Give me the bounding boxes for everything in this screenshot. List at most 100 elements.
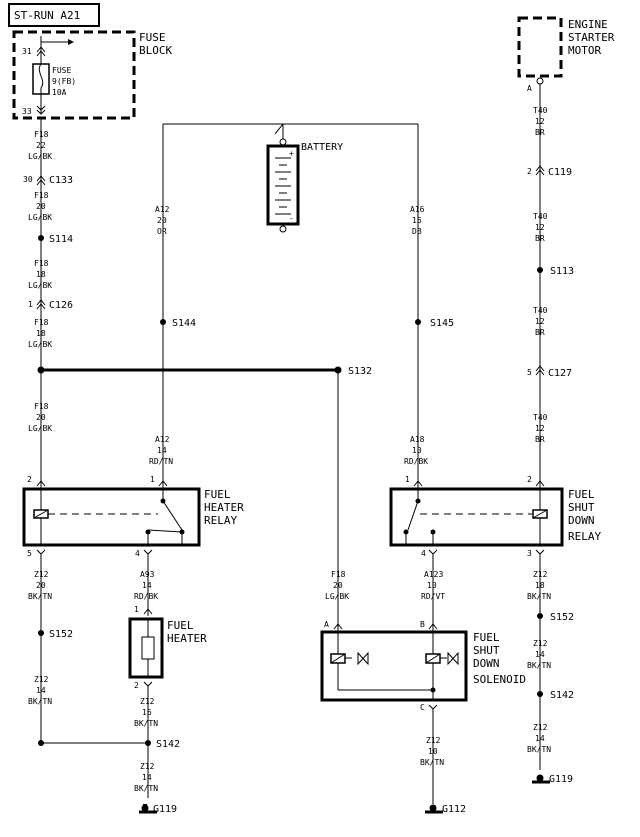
engine-starter-label-2: STARTER bbox=[568, 31, 615, 44]
wire-label: F18 bbox=[34, 402, 49, 411]
wire-label: 16 bbox=[412, 216, 422, 225]
fuse-block-label-2: BLOCK bbox=[139, 44, 172, 57]
wire-label: BR bbox=[535, 328, 545, 337]
wire-label: Z12 bbox=[533, 639, 548, 648]
pin-label: 4 bbox=[135, 549, 140, 558]
wire-label: 20 bbox=[333, 581, 343, 590]
wire-label: 16 bbox=[142, 708, 152, 717]
pin-label: 2 bbox=[134, 681, 139, 690]
ground-g112: G112 bbox=[442, 804, 466, 815]
wire-label: F18 bbox=[34, 318, 49, 327]
ground-g119-right: G119 bbox=[549, 774, 573, 785]
wire-label: 18 bbox=[36, 270, 46, 279]
fuse-rating: 10A bbox=[52, 88, 67, 97]
wire-label: BK/TN bbox=[420, 758, 444, 767]
battery-minus: - bbox=[289, 214, 294, 223]
connector-pin: 1 bbox=[28, 300, 33, 309]
pin-label: 1 bbox=[134, 605, 139, 614]
wire-label: Z12 bbox=[140, 762, 155, 771]
pin-label: C bbox=[420, 703, 425, 712]
page-title: ST-RUN A21 bbox=[14, 9, 80, 22]
battery-symbol bbox=[266, 144, 300, 226]
fuel-heater-relay bbox=[22, 487, 201, 547]
title-box bbox=[8, 3, 100, 27]
connector-c119: C119 bbox=[548, 167, 572, 178]
fuel-heater-relay-label-2: HEATER bbox=[204, 501, 244, 514]
wire-label: 14 bbox=[157, 446, 167, 455]
ground-icon bbox=[429, 804, 437, 812]
wire-label: BK/TN bbox=[28, 592, 52, 601]
connector-pin: 5 bbox=[527, 368, 532, 377]
splice-s145: S145 bbox=[430, 318, 454, 329]
fuse-block bbox=[12, 30, 136, 120]
wire-label: 20 bbox=[36, 581, 46, 590]
wire-label: 12 bbox=[535, 223, 545, 232]
connector-c133: C133 bbox=[49, 175, 73, 186]
wire-label: A18 bbox=[410, 435, 425, 444]
fuse-pin-31: 31 bbox=[22, 47, 32, 56]
wire-label: LG/BK bbox=[28, 213, 52, 222]
wire-label: T40 bbox=[533, 212, 548, 221]
wire-label: DB bbox=[412, 227, 422, 236]
fuse-label: FUSE bbox=[52, 66, 71, 75]
wire-label: A16 bbox=[410, 205, 425, 214]
wire-label: 14 bbox=[36, 686, 46, 695]
wire-label: 18 bbox=[535, 581, 545, 590]
wire-label: A12 bbox=[155, 205, 170, 214]
wire-label: 20 bbox=[36, 202, 46, 211]
wire-label: A123 bbox=[424, 570, 443, 579]
wire-label: Z12 bbox=[426, 736, 441, 745]
wire-label: 22 bbox=[36, 141, 46, 150]
fuse-block-label: FUSE bbox=[139, 31, 166, 44]
fuel-shutdown-solenoid bbox=[320, 630, 468, 702]
wire-label: 20 bbox=[157, 216, 167, 225]
pin-label: 2 bbox=[527, 475, 532, 484]
splice-s142: S142 bbox=[156, 739, 180, 750]
wire-label: BK/TN bbox=[527, 592, 551, 601]
wire-label: RD/VT bbox=[421, 592, 445, 601]
fuel-shutdown-relay-label: FUEL bbox=[568, 488, 595, 501]
wire-label: T40 bbox=[533, 413, 548, 422]
solenoid-label-2: SHUT bbox=[473, 644, 500, 657]
pin-label: A bbox=[527, 84, 532, 93]
wire-label: 14 bbox=[142, 773, 152, 782]
wire-label: Z12 bbox=[140, 697, 155, 706]
splice-s152-right: S152 bbox=[550, 612, 574, 623]
splice-s113: S113 bbox=[550, 266, 574, 277]
wire-label: Z12 bbox=[533, 723, 548, 732]
wire-label: A12 bbox=[155, 435, 170, 444]
wire-label: BK/TN bbox=[134, 719, 158, 728]
wire-label: 14 bbox=[142, 581, 152, 590]
wire-label: 14 bbox=[535, 734, 545, 743]
wire-label: OR bbox=[157, 227, 167, 236]
wire-label: BK/TN bbox=[527, 661, 551, 670]
wire-label: LG/BK bbox=[28, 152, 52, 161]
wire-label: LG/BK bbox=[28, 340, 52, 349]
splice-s114: S114 bbox=[49, 234, 73, 245]
engine-starter-label-3: MOTOR bbox=[568, 44, 601, 57]
wire-label: LG/BK bbox=[325, 592, 349, 601]
wire-label: BR bbox=[535, 128, 545, 137]
wire-label: LG/BK bbox=[28, 424, 52, 433]
splice-s152: S152 bbox=[49, 629, 73, 640]
wire-label: RD/BK bbox=[134, 592, 158, 601]
wire-label: LG/BK bbox=[28, 281, 52, 290]
pin-label: 1 bbox=[150, 475, 155, 484]
splice-s144: S144 bbox=[172, 318, 196, 329]
pin-label: B bbox=[420, 620, 425, 629]
wire-label: Z12 bbox=[533, 570, 548, 579]
pin-label: 3 bbox=[527, 549, 532, 558]
wire-label: 12 bbox=[535, 424, 545, 433]
fuel-heater-relay-label-3: RELAY bbox=[204, 514, 237, 527]
fuel-heater-label: FUEL bbox=[167, 619, 194, 632]
wire-label: 20 bbox=[36, 413, 46, 422]
connector-pin: 2 bbox=[527, 167, 532, 176]
wire-label: 10 bbox=[427, 581, 437, 590]
fuel-heater-relay-label: FUEL bbox=[204, 488, 231, 501]
wire-label: 10 bbox=[412, 446, 422, 455]
wire-label: BR bbox=[535, 234, 545, 243]
wire-label: 14 bbox=[535, 650, 545, 659]
wire-label: BK/TN bbox=[527, 745, 551, 754]
wire-label: F18 bbox=[331, 570, 346, 579]
battery-label: BATTERY bbox=[301, 142, 343, 153]
